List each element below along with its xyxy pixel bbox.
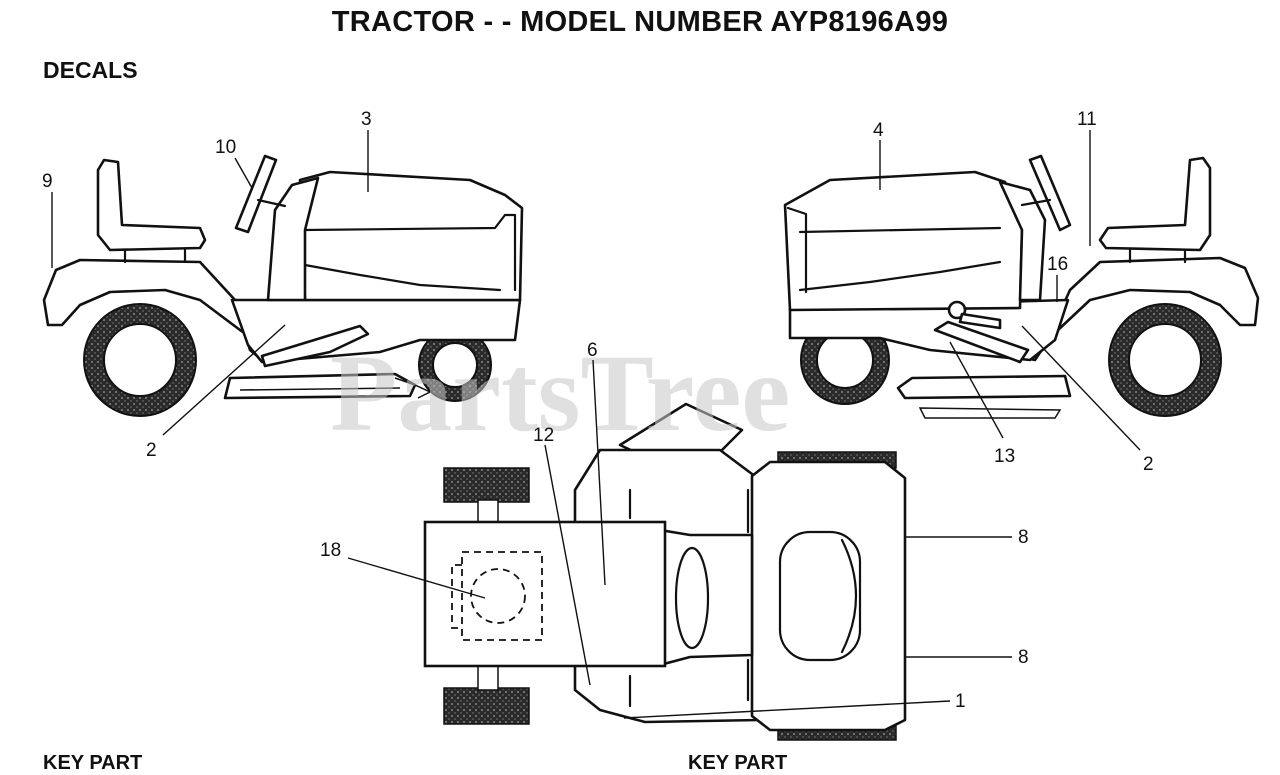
rear-tire-top-upper [443, 467, 530, 503]
callout-16: 16 [1047, 254, 1068, 275]
hood-left [298, 170, 524, 302]
mower-deck-left [223, 372, 417, 400]
steering-wheel-left [234, 154, 278, 234]
seat-right [1098, 156, 1212, 252]
callout-13: 13 [994, 446, 1015, 467]
callout-12: 12 [533, 425, 554, 446]
tractor-right-side-view [783, 154, 1260, 419]
callout-18: 18 [320, 540, 341, 561]
callout-labels: 9 10 3 2 4 11 16 13 2 6 12 18 8 8 1 [42, 109, 1154, 712]
page-title: TRACTOR - - MODEL NUMBER AYP8196A99 [331, 6, 949, 38]
callout-1: 1 [955, 691, 966, 712]
seat-left [96, 158, 207, 252]
footer-key-part-right: KEY PART [688, 752, 788, 774]
footer-key-part-left: KEY PART [43, 752, 143, 774]
callout-9: 9 [42, 171, 53, 192]
callout-8-upper: 8 [1018, 527, 1029, 548]
callout-3: 3 [361, 109, 372, 130]
callout-10: 10 [215, 137, 236, 158]
tractor-top-view [423, 402, 907, 741]
callout-4: 4 [873, 120, 884, 141]
tractor-left-side-view [42, 154, 524, 417]
callout-8-lower: 8 [1018, 647, 1029, 668]
callout-6: 6 [587, 340, 598, 361]
watermark: PartsTree [330, 332, 790, 454]
leader-lines [51, 130, 1141, 719]
mower-deck-right [896, 374, 1072, 400]
hood-right [783, 170, 1024, 312]
callout-2-right: 2 [1143, 454, 1154, 475]
rear-deck-top [423, 520, 667, 668]
rear-tire-top-lower [443, 687, 530, 725]
callout-2-left: 2 [146, 440, 157, 461]
callout-11: 11 [1077, 109, 1097, 130]
steering-wheel-right [1028, 154, 1072, 232]
section-heading: DECALS [43, 57, 138, 83]
